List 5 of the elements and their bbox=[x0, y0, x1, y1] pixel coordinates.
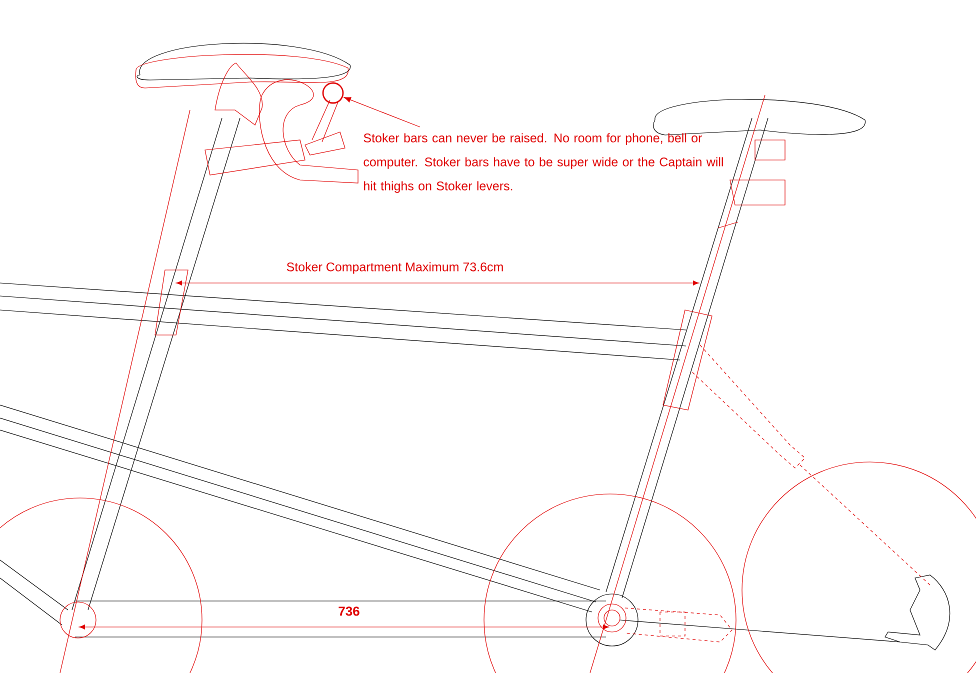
bar-end-circle bbox=[322, 82, 344, 104]
callout-note: Stoker bars can never be raised. No room for phone, bell or computer. Stoker bars have to be super wide or the Captain will hit thighs on Stoker levers. bbox=[364, 133, 723, 193]
dimension-label: Stoker Compartment Maximum 73.6cm bbox=[286, 262, 503, 274]
dimension-label: 736 bbox=[338, 606, 360, 616]
leader-arrow bbox=[344, 97, 420, 128]
